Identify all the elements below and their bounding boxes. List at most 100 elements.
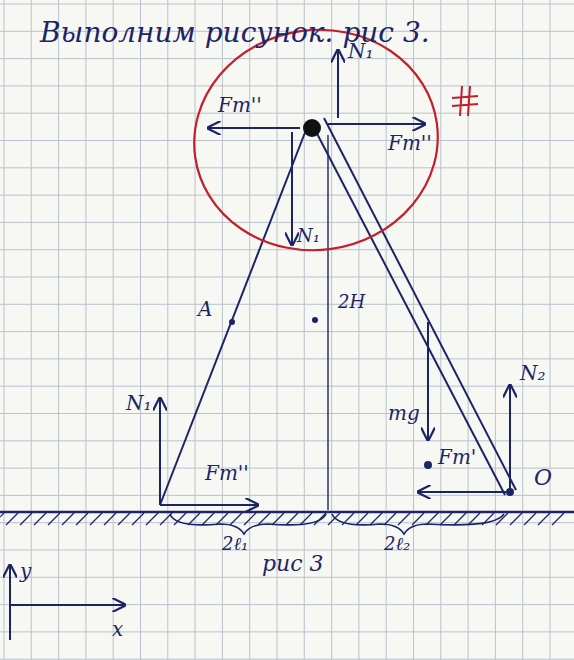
grid-line xyxy=(167,0,168,660)
hatch-line xyxy=(258,513,270,525)
grid-line xyxy=(0,550,574,551)
hatch-line xyxy=(552,513,564,525)
grid-line xyxy=(386,0,387,660)
grid-line xyxy=(331,0,332,660)
grid-line xyxy=(440,0,441,660)
dimension-label: 2ℓ₂ xyxy=(384,534,410,554)
hatch-line xyxy=(20,513,32,525)
highlight-circle xyxy=(180,14,452,266)
grid-line xyxy=(0,495,574,496)
apex-hinge xyxy=(303,119,321,137)
grid-line xyxy=(0,468,574,469)
hatch-line xyxy=(48,513,60,525)
grid-line xyxy=(0,4,574,5)
hatch-line xyxy=(426,513,438,525)
grid-line xyxy=(495,0,496,660)
grid-line xyxy=(0,386,574,387)
grid-line xyxy=(358,0,359,660)
caption: рис 3 xyxy=(262,552,324,576)
hatch-line xyxy=(90,513,102,525)
grid-line xyxy=(0,85,574,86)
point-label: A xyxy=(198,298,212,320)
hatch-line xyxy=(230,513,242,525)
grid-line xyxy=(0,140,574,141)
ladder xyxy=(160,118,516,510)
grid-line xyxy=(0,58,574,59)
force-label: Fт'' xyxy=(205,462,249,484)
hatch-line xyxy=(398,513,410,525)
hatch-line xyxy=(216,513,228,525)
point xyxy=(312,317,318,323)
grid-line xyxy=(0,113,574,114)
dimension-label: 2ℓ₁ xyxy=(222,534,248,554)
hatch-line xyxy=(356,513,368,525)
grid-line xyxy=(413,0,414,660)
hatch-line xyxy=(146,513,158,525)
grid-line xyxy=(0,304,574,305)
grid-line xyxy=(0,358,574,359)
force-label: N₁ xyxy=(348,40,374,62)
grid-line xyxy=(0,167,574,168)
hatch-line xyxy=(0,513,4,525)
force-label: Fт' xyxy=(438,446,476,468)
hatch-line xyxy=(328,513,340,525)
grid-line xyxy=(0,249,574,250)
force-label: Fт'' xyxy=(388,132,432,154)
point xyxy=(229,319,235,325)
point xyxy=(424,461,432,469)
hatch-line xyxy=(454,513,466,525)
force-label: Fт'' xyxy=(218,94,262,116)
hatch-line xyxy=(286,513,298,525)
force-label: N₂ xyxy=(520,362,546,384)
grid-line xyxy=(0,413,574,414)
grid-line xyxy=(0,195,574,196)
grid-line xyxy=(58,0,59,660)
hatch-line xyxy=(538,513,550,525)
hatch-line xyxy=(440,513,452,525)
force-label: N₁ xyxy=(126,392,152,414)
force-arrows xyxy=(10,50,510,640)
hatch-line xyxy=(6,513,18,525)
force-label: N₁ xyxy=(297,226,320,246)
grid-line xyxy=(550,0,551,660)
force-label: mg xyxy=(388,402,420,424)
hatch-line xyxy=(314,513,326,525)
hatch-line xyxy=(244,513,256,525)
grid-line xyxy=(140,0,141,660)
grid-line xyxy=(85,0,86,660)
hatch-line xyxy=(188,513,200,525)
grid-line xyxy=(0,631,574,632)
grid-line xyxy=(0,222,574,223)
grid-line xyxy=(0,659,574,660)
hatch-line xyxy=(118,513,130,525)
hatch-line xyxy=(132,513,144,525)
hatch-line xyxy=(104,513,116,525)
point-label: O xyxy=(534,466,552,490)
dimension-brace xyxy=(170,514,504,534)
red-mark xyxy=(452,86,478,116)
grid-line xyxy=(0,604,574,605)
grid-line xyxy=(4,0,5,660)
hatch-line xyxy=(34,513,46,525)
hatch-line xyxy=(370,513,382,525)
hatch-line xyxy=(412,513,424,525)
hatch-line xyxy=(76,513,88,525)
grid-line xyxy=(113,0,114,660)
hatch-line xyxy=(510,513,522,525)
dimension-label: 2H xyxy=(338,292,365,312)
hatch-line xyxy=(62,513,74,525)
grid-line xyxy=(195,0,196,660)
grid-line xyxy=(0,331,574,332)
hatch-line xyxy=(272,513,284,525)
hatch-line xyxy=(524,513,536,525)
grid-line xyxy=(0,277,574,278)
hatch-line xyxy=(202,513,214,525)
axis-label: y xyxy=(20,560,31,582)
hatch-line xyxy=(384,513,396,525)
grid-line xyxy=(522,0,523,660)
grid-line xyxy=(0,440,574,441)
axis-label: x xyxy=(112,618,123,640)
ground-line xyxy=(0,511,574,514)
grid-line xyxy=(0,577,574,578)
